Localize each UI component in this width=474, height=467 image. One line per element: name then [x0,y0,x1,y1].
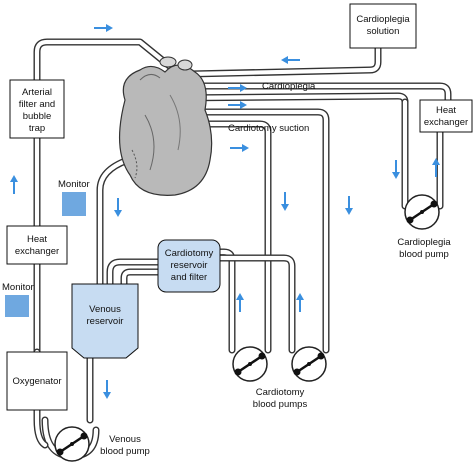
cardiotomy-pumps-label-1: Cardiotomy [256,387,305,398]
cardiotomy-pumps-label-2: blood pumps [253,399,308,410]
flow-arrow-icon [114,198,122,217]
cardiotomy-suction-label: Cardiotomy suction [228,123,309,134]
flow-arrow-icon [236,293,244,312]
monitor-top-square [62,192,86,216]
cardiotomy-reservoir-label-3: and filter [171,272,207,283]
flow-arrow-icon [432,158,440,177]
monitor-bottom-label: Monitor [2,282,34,293]
flow-arrow-icon [230,144,249,152]
cardioplegia-solution-box: Cardioplegia solution [349,3,417,49]
flow-arrow-icon [296,293,304,312]
cardiotomy-reservoir-label-1: Cardiotomy [165,248,214,259]
flow-arrow-icon [228,84,247,92]
flow-arrow-icon [281,192,289,211]
cardioplegia-line-label: Cardioplegia [262,81,316,92]
cardioplegia-pump [404,194,440,230]
venous-reservoir-label-1: Venous [89,304,121,315]
heat-exchanger-left-label-2: exchanger [15,246,59,257]
flow-arrow-icon [345,196,353,215]
flow-arrow-icon [10,175,18,194]
flow-arrows [10,24,440,399]
arterial-filter-box: Arterial filter and bubble trap [9,79,65,139]
flow-arrow-icon [103,380,111,399]
heat-exchanger-left-label-1: Heat [27,234,47,245]
venous-reservoir-box: Venous reservoir [71,283,139,359]
tubing [33,38,452,460]
heat-exchanger-right-label-1: Heat [436,105,456,116]
arterial-filter-label-2: filter and [19,99,55,110]
cardiotomy-pump-left [232,346,268,382]
oxygenator-box: Oxygenator [6,351,68,411]
heat-exchanger-right-box: Heat exchanger [419,99,473,133]
cardioplegia-pump-label-1: Cardioplegia [397,237,451,248]
cardiotomy-pump-right [291,346,327,382]
venous-pump-label-2: blood pump [100,446,150,457]
oxygenator-label: Oxygenator [12,376,61,387]
arterial-filter-label-3: bubble [23,111,52,122]
venous-pump [54,426,90,462]
monitor-top-label: Monitor [58,179,90,190]
heart-illustration [118,56,213,196]
cardioplegia-solution-label-2: solution [367,26,400,37]
flow-arrow-icon [281,56,300,64]
arterial-filter-label-4: trap [29,123,45,134]
cardiotomy-reservoir-box: Cardiotomy reservoir and filter [157,239,221,293]
cardioplegia-pump-label-2: blood pump [399,249,449,260]
arterial-filter-label-1: Arterial [22,87,52,98]
venous-pump-label-1: Venous [109,434,141,445]
heat-exchanger-right-label-2: exchanger [424,117,468,128]
flow-arrow-icon [228,101,247,109]
heat-exchanger-left-box: Heat exchanger [6,225,68,265]
cardiotomy-reservoir-label-2: reservoir [171,260,208,271]
flow-arrow-icon [392,160,400,179]
venous-reservoir-label-2: reservoir [87,316,124,327]
monitor-bottom-square [5,295,29,317]
flow-arrow-icon [94,24,113,32]
cardioplegia-solution-label-1: Cardioplegia [356,14,410,25]
